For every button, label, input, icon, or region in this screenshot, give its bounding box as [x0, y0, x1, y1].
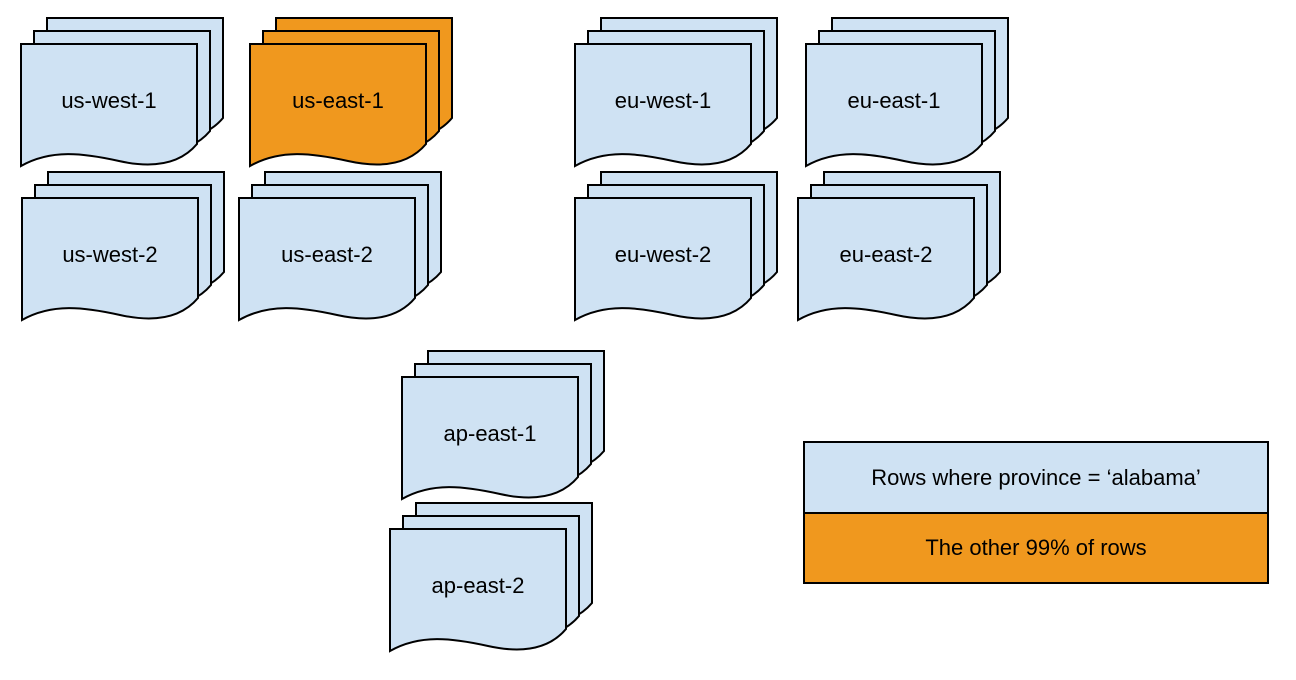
region-label: eu-east-2	[839, 242, 933, 267]
legend: Rows where province = ‘alabama’ The othe…	[803, 441, 1269, 584]
region-stack-us-east-1: us-east-1	[247, 15, 455, 171]
region-stack-ap-east-2: ap-east-2	[387, 500, 595, 656]
region-label: ap-east-1	[443, 421, 537, 446]
region-stack-eu-east-2: eu-east-2	[795, 169, 1003, 325]
region-label: us-east-2	[281, 242, 373, 267]
region-label: eu-west-1	[614, 88, 712, 113]
legend-item-label: Rows where province = ‘alabama’	[871, 464, 1201, 490]
legend-item-alabama-rows: Rows where province = ‘alabama’	[805, 443, 1267, 512]
region-label: us-west-2	[62, 242, 158, 267]
region-label: ap-east-2	[431, 573, 525, 598]
region-label: eu-west-2	[614, 242, 712, 267]
region-label: us-east-1	[292, 88, 384, 113]
legend-item-other-rows: The other 99% of rows	[805, 512, 1267, 582]
region-stack-eu-west-1: eu-west-1	[572, 15, 780, 171]
legend-item-label: The other 99% of rows	[925, 535, 1147, 560]
region-stack-us-east-2: us-east-2	[236, 169, 444, 325]
region-stack-eu-west-2: eu-west-2	[572, 169, 780, 325]
region-label: eu-east-1	[847, 88, 941, 113]
region-label: us-west-1	[61, 88, 157, 113]
region-stack-eu-east-1: eu-east-1	[803, 15, 1011, 171]
region-stack-us-west-1: us-west-1	[18, 15, 226, 171]
region-stack-us-west-2: us-west-2	[19, 169, 227, 325]
region-stack-ap-east-1: ap-east-1	[399, 348, 607, 504]
